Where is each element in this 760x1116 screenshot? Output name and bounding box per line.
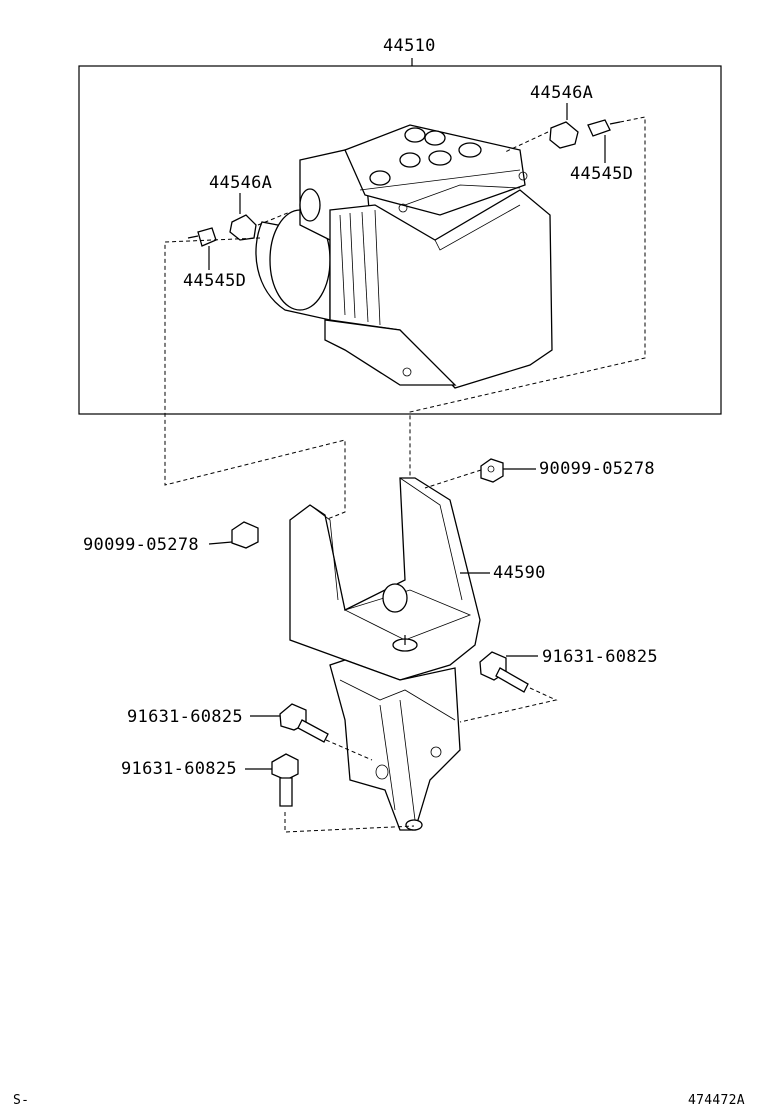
label-bolt-lower: 91631-60825 (121, 759, 237, 779)
bolt-mid-part (250, 703, 373, 761)
dashed-right-plug (504, 131, 549, 153)
label-nut-left: 90099-05278 (83, 535, 199, 555)
abs-actuator (255, 124, 553, 389)
bolt-lower-part (245, 753, 415, 833)
dashed-left-plug (257, 211, 291, 226)
label-bolt-right: 91631-60825 (542, 647, 658, 667)
union-bolt-left-part (187, 193, 257, 270)
dashed-right (409, 116, 646, 480)
label-plug-left: 44546A (209, 173, 273, 193)
union-bolt-right-part (549, 103, 621, 163)
dashed-left (164, 237, 346, 521)
diagram-id: 474472A (688, 1093, 745, 1108)
assembly-frame (78, 65, 722, 415)
label-nut-right: 90099-05278 (539, 459, 655, 479)
label-bolt-mid: 91631-60825 (127, 707, 243, 727)
label-union-bolt-right: 44545D (570, 164, 634, 184)
bracket-part (289, 477, 481, 831)
label-union-bolt-left: 44545D (183, 271, 247, 291)
label-plug-right: 44546A (530, 83, 594, 103)
footer-left-mark: S- (13, 1093, 30, 1108)
assembly-label: 44510 (383, 36, 436, 56)
label-bracket: 44590 (493, 563, 546, 583)
nut-right-part (424, 458, 536, 489)
nut-left-part (208, 521, 259, 549)
bolt-right-part (459, 651, 558, 723)
